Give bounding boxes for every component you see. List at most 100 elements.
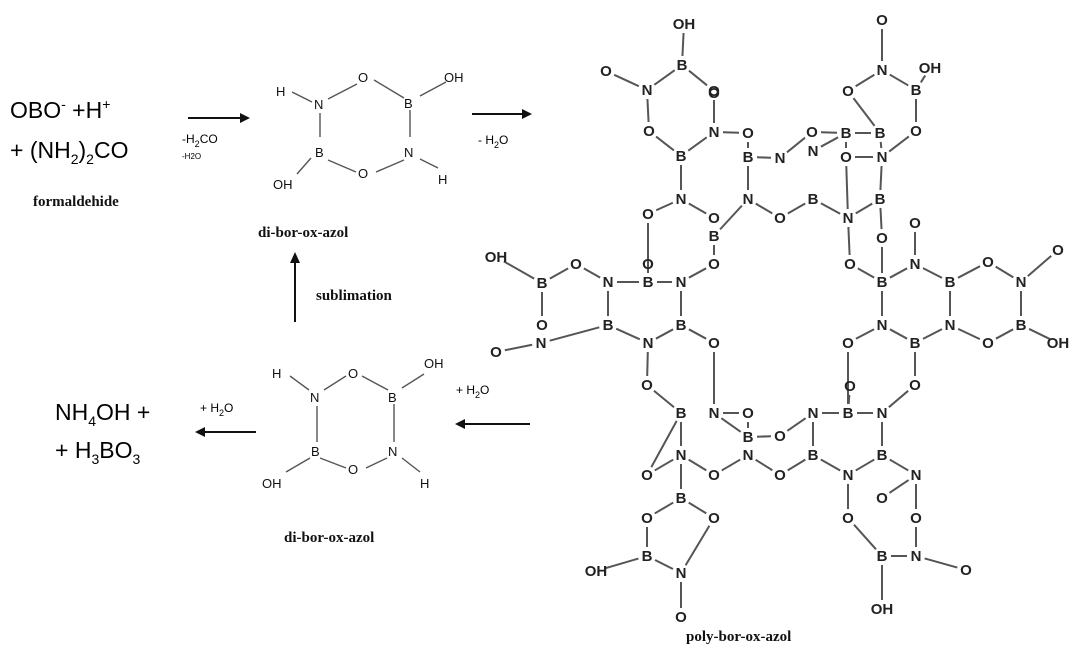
polymer-atom-n: N bbox=[808, 405, 819, 422]
svg-text:N: N bbox=[314, 97, 323, 112]
polymer-atom-n: N bbox=[911, 467, 922, 484]
polymer-bond bbox=[889, 73, 909, 87]
polymer-bond bbox=[995, 265, 1014, 279]
polymer-atom-b: B bbox=[743, 149, 754, 166]
molecule-top-atoms: H N O B OH N H O B OH bbox=[273, 70, 464, 192]
polymer-atom-n: N bbox=[743, 447, 754, 464]
polymer-bonds bbox=[503, 29, 1052, 608]
polymer-bond bbox=[786, 417, 807, 432]
polymer-atom-b: B bbox=[709, 228, 720, 245]
polymer-atom-o: O bbox=[982, 254, 994, 271]
svg-text:B: B bbox=[315, 145, 324, 160]
arrow-1-condition-b: -H2O bbox=[182, 152, 201, 161]
arrow-2 bbox=[472, 109, 532, 119]
arrow-4 bbox=[195, 427, 256, 437]
polymer-bond bbox=[957, 327, 981, 341]
polymer-atom-o: O bbox=[641, 510, 653, 527]
polymer-bond bbox=[615, 327, 641, 341]
polymer-atom-n: N bbox=[1016, 274, 1027, 291]
polymer-bond bbox=[688, 458, 707, 472]
polymer-bond bbox=[855, 458, 875, 472]
polymer-atom-n: N bbox=[709, 124, 720, 141]
polymer-bond bbox=[681, 32, 685, 57]
polymer-atom-o: O bbox=[742, 405, 754, 422]
polymer-bond bbox=[786, 136, 806, 154]
polymer-bond bbox=[852, 97, 876, 127]
polymer-atom-o: O bbox=[842, 335, 854, 352]
svg-text:O: O bbox=[348, 366, 358, 381]
polymer-atom-o: O bbox=[708, 256, 720, 273]
polymer-bond bbox=[650, 420, 678, 468]
svg-text:N: N bbox=[404, 145, 413, 160]
reactant-line-1: OBO- +H+ bbox=[10, 96, 110, 123]
formaldehide-label: formaldehide bbox=[33, 194, 119, 210]
polymer-bond bbox=[583, 267, 601, 279]
polymer-atom-oh: OH bbox=[585, 563, 608, 580]
polymer-atom-o: O bbox=[708, 85, 720, 102]
polymer-bond bbox=[847, 226, 851, 256]
polymer-atom-o: O bbox=[708, 467, 720, 484]
polymer-atom-b: B bbox=[643, 274, 654, 291]
polymer-atom-o: O bbox=[774, 428, 786, 445]
polymer-atom-b: B bbox=[877, 447, 888, 464]
polymer-bond bbox=[688, 202, 707, 215]
polymer-atom-o: O bbox=[910, 123, 922, 140]
polymer-bond bbox=[919, 75, 927, 83]
polymer-bond bbox=[653, 389, 675, 409]
polymer-atom-b: B bbox=[911, 82, 922, 99]
polymer-atom-o: O bbox=[842, 83, 854, 100]
svg-text:N: N bbox=[310, 390, 319, 405]
svg-text:B: B bbox=[404, 96, 413, 111]
polymer-bond bbox=[922, 267, 943, 279]
polymer-atom-o: O bbox=[570, 256, 582, 273]
polymer-bond bbox=[655, 201, 674, 212]
polymer-bond bbox=[655, 135, 675, 152]
molecule-bottom bbox=[285, 373, 425, 473]
svg-text:OH: OH bbox=[424, 356, 444, 371]
polymer-bond bbox=[688, 501, 707, 515]
polymer-atom-oh: OH bbox=[485, 249, 508, 266]
polymer-atom-b: B bbox=[677, 57, 688, 74]
molecule-top-label: di-bor-ox-azol bbox=[258, 225, 348, 241]
polymer-atom-o: O bbox=[960, 562, 972, 579]
polymer-atom-n: N bbox=[676, 565, 687, 582]
polymer-bond bbox=[820, 458, 841, 472]
polymer-atom-b: B bbox=[537, 275, 548, 292]
reactant-line-2: + (NH2)2CO bbox=[10, 137, 128, 167]
polymer-bond bbox=[549, 267, 569, 280]
polymer-bond bbox=[655, 328, 674, 340]
polymer-bond bbox=[654, 559, 674, 570]
polymer-bond bbox=[853, 524, 877, 550]
polymer-atom-o: O bbox=[844, 256, 856, 273]
polymer-atom-b: B bbox=[676, 148, 687, 165]
polymer-atom-o: O bbox=[708, 335, 720, 352]
svg-text:H: H bbox=[438, 172, 447, 187]
polymer-bond bbox=[755, 202, 773, 215]
polymer-bond bbox=[503, 260, 535, 280]
polymer-atom-o: O bbox=[1052, 242, 1064, 259]
polymer-bond bbox=[687, 136, 708, 152]
polymer-atom-o: O bbox=[909, 377, 921, 394]
polymer-bond bbox=[719, 204, 743, 231]
polymer-bond bbox=[653, 69, 676, 86]
polymer-atom-o: O bbox=[641, 377, 653, 394]
polymer-atom-n: N bbox=[877, 405, 888, 422]
polymer-atom-o: O bbox=[708, 210, 720, 227]
polymer-atom-b: B bbox=[910, 335, 921, 352]
polymer-bond bbox=[720, 417, 742, 433]
polymer-atom-b: B bbox=[808, 447, 819, 464]
arrow-1-condition-a: -H2CO bbox=[182, 132, 218, 149]
polymer-atom-b: B bbox=[603, 317, 614, 334]
polymer-atom-b: B bbox=[642, 548, 653, 565]
polymer-atom-n: N bbox=[877, 62, 888, 79]
polymer-atom-o: O bbox=[842, 510, 854, 527]
polymer-bond bbox=[646, 98, 650, 123]
polymer-atom-o: O bbox=[642, 256, 654, 273]
sublimation-arrow bbox=[290, 252, 300, 322]
svg-text:H: H bbox=[276, 84, 285, 99]
polymer-atom-o: O bbox=[742, 125, 754, 142]
polymer-atom-n: N bbox=[911, 548, 922, 565]
polymer-atom-n: N bbox=[709, 405, 720, 422]
polymer-atom-o: O bbox=[806, 124, 818, 141]
